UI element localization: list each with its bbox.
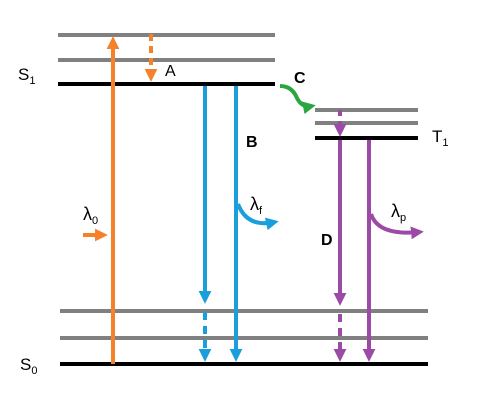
- phosphorescence-wavelength-label: λp: [391, 201, 406, 224]
- s1-label: S1: [18, 65, 35, 87]
- intersystem-crossing-arrow: [279, 84, 316, 115]
- phosphorescence-emission-arrow: [369, 213, 424, 240]
- process-a-label: A: [165, 63, 176, 80]
- t1-label: T1: [432, 127, 449, 149]
- process-d-label: D: [321, 232, 333, 249]
- process-c-label: C: [294, 70, 306, 87]
- fluorescence-emission-arrow: [236, 203, 279, 231]
- excitation-wavelength-label: λ0: [83, 204, 98, 227]
- s0-label: S0: [20, 355, 37, 377]
- process-b-label: B: [246, 134, 258, 151]
- fluorescence-wavelength-label: λf: [250, 194, 263, 217]
